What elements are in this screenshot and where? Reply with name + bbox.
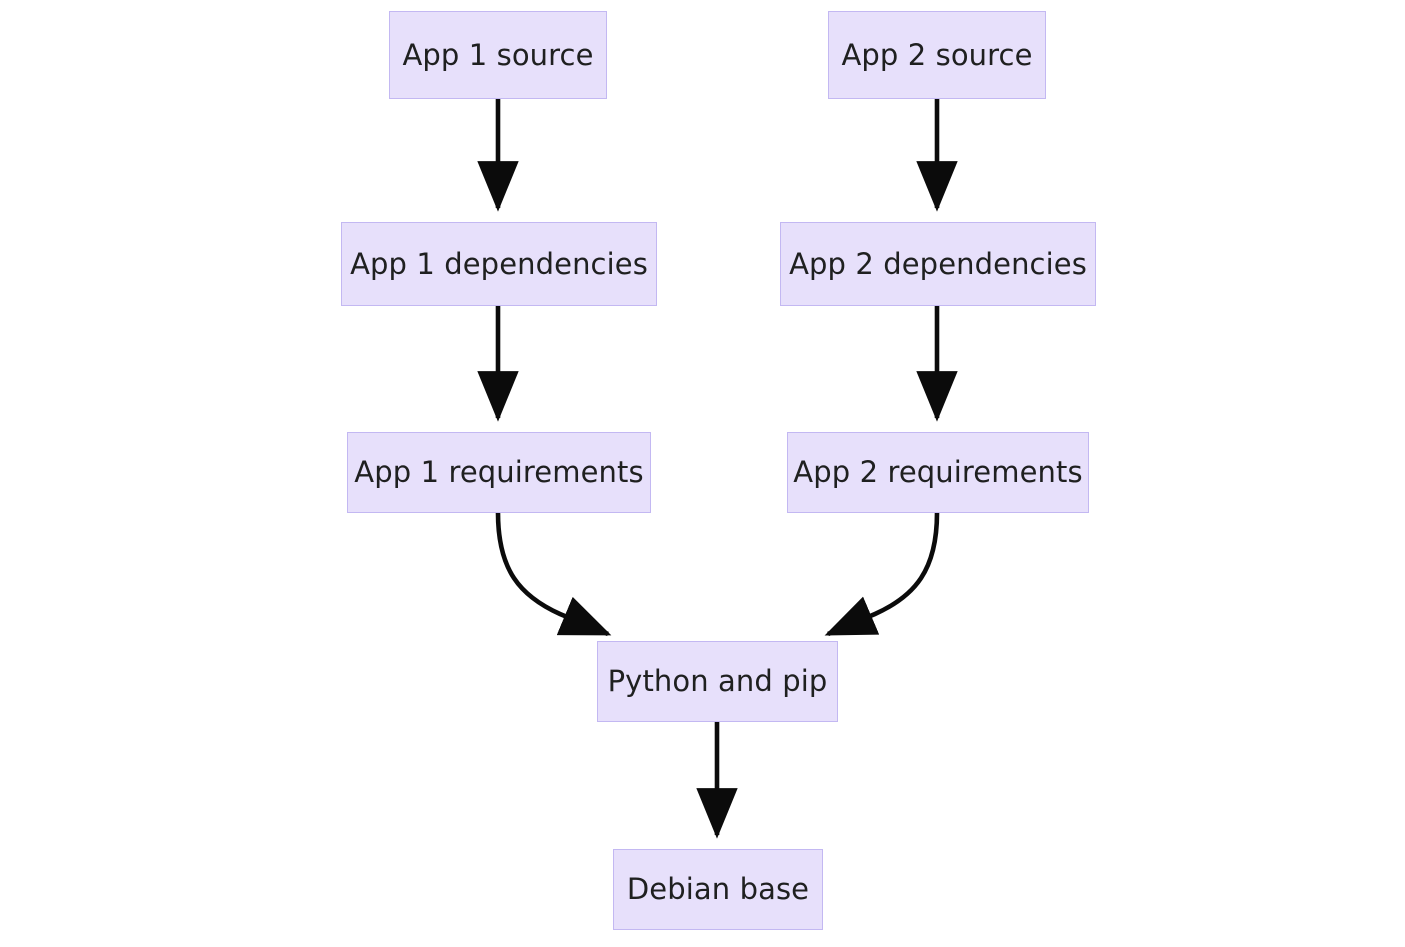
node-python-and-pip[interactable]: Python and pip (597, 641, 838, 722)
node-app1-dependencies[interactable]: App 1 dependencies (341, 222, 657, 306)
node-label-app1-source: App 1 source (402, 37, 594, 72)
node-debian-base[interactable]: Debian base (613, 849, 823, 930)
node-app2-source[interactable]: App 2 source (828, 11, 1046, 99)
edge-app1-requirements-to-python-and-pip (495, 512, 612, 637)
edge-app2-requirements-to-python-and-pip (824, 512, 940, 637)
node-label-python-and-pip: Python and pip (607, 664, 828, 698)
node-label-app2-dependencies: App 2 dependencies (789, 246, 1087, 281)
node-app1-source[interactable]: App 1 source (389, 11, 607, 99)
node-app1-requirements[interactable]: App 1 requirements (347, 432, 651, 513)
node-label-app1-dependencies: App 1 dependencies (350, 246, 648, 281)
node-label-app2-source: App 2 source (841, 37, 1033, 72)
node-app2-requirements[interactable]: App 2 requirements (787, 432, 1089, 513)
node-label-app1-requirements: App 1 requirements (354, 455, 644, 489)
node-label-debian-base: Debian base (626, 872, 810, 906)
node-label-app2-requirements: App 2 requirements (793, 455, 1083, 489)
node-app2-dependencies[interactable]: App 2 dependencies (780, 222, 1096, 306)
